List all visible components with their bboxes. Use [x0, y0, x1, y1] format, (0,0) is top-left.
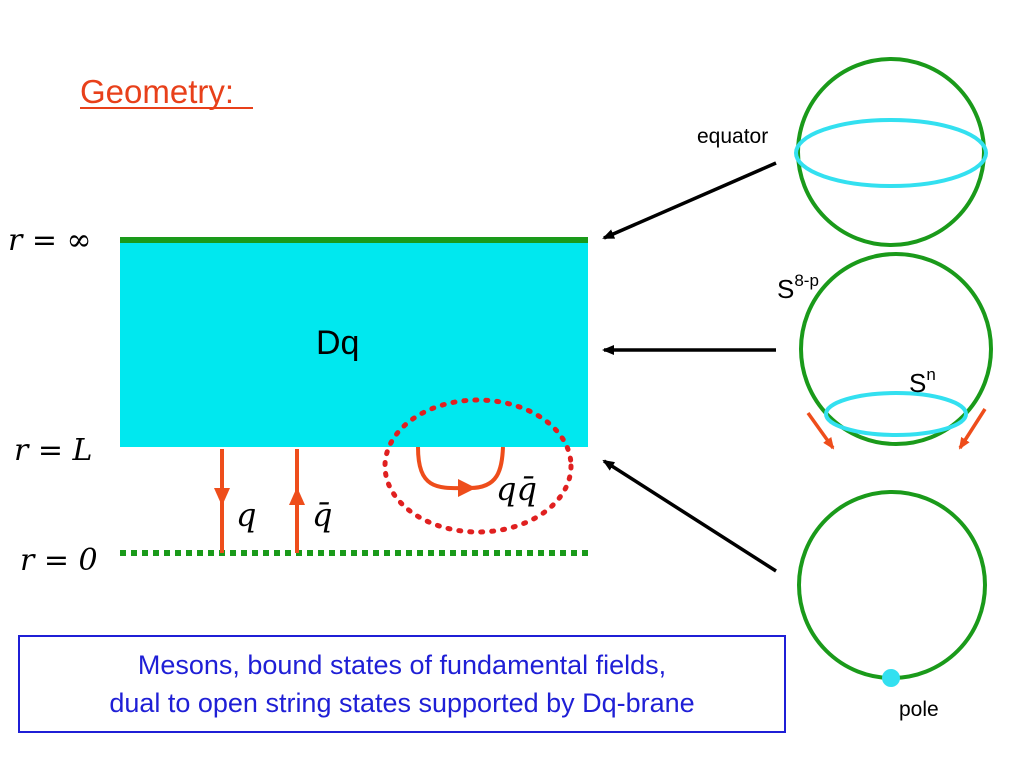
quark-arrow-head	[214, 488, 230, 506]
s8p-label: S8-p	[777, 271, 819, 304]
pole-label: pole	[899, 698, 939, 721]
r-L-label: r = L	[14, 433, 92, 468]
quark-label: q	[236, 496, 256, 534]
sn-superscript: n	[926, 365, 935, 384]
brane-label: Dq	[316, 324, 359, 362]
caption-box: Mesons, bound states of fundamental fiel…	[18, 635, 786, 733]
title-text: Geometry	[80, 73, 225, 110]
caption-line-2: dual to open string states supported by …	[109, 688, 695, 718]
shrink-arrow-left	[806, 411, 835, 450]
antiquark-label: q̄	[312, 496, 332, 534]
meson-dotted-circle	[382, 397, 574, 535]
antiquark-arrow-head	[289, 487, 305, 505]
equator-label: equator	[697, 125, 768, 148]
sphere-pole	[797, 490, 987, 680]
r-infinity-label: r = ∞	[8, 223, 92, 258]
title-colon: :	[225, 73, 234, 110]
pole-dot	[882, 669, 900, 687]
s8p-superscript: 8-p	[794, 271, 819, 290]
sn-base: S	[909, 368, 926, 398]
sphere-s8p	[799, 252, 993, 446]
meson-arrow-head	[458, 479, 476, 497]
sn-ring	[824, 391, 968, 437]
s8p-base: S	[777, 274, 794, 304]
pointer-arrow-bottom	[602, 459, 777, 573]
brane-region	[120, 240, 588, 447]
meson-label: qq̄	[496, 470, 537, 508]
sphere-equator	[796, 57, 986, 247]
caption-line-1: Mesons, bound states of fundamental fiel…	[137, 650, 667, 680]
equator-ring	[794, 118, 988, 188]
r-zero-label: r = 0	[20, 543, 98, 578]
shrink-arrow-right	[958, 408, 987, 450]
page-title: Geometry:	[80, 73, 234, 110]
sn-label: Sn	[909, 365, 936, 398]
pointer-arrow-top	[602, 161, 777, 240]
